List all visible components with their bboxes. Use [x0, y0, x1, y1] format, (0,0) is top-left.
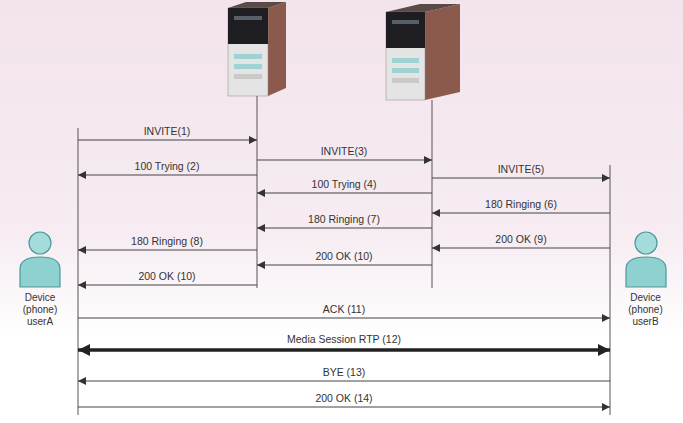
- message-label: Media Session RTP (12): [285, 333, 403, 346]
- device-node: Device (phone) userB: [610, 230, 681, 415]
- server-icon: [228, 2, 286, 96]
- message-arrow: [78, 380, 610, 381]
- message-arrow: [78, 317, 610, 318]
- person-body: [626, 257, 666, 287]
- person-icon: [15, 230, 65, 288]
- person-head: [635, 232, 657, 254]
- message-label: INVITE(1): [142, 125, 193, 138]
- message-arrows: [78, 140, 610, 285]
- message-label: 180 Ringing (6): [483, 198, 559, 211]
- media-stream-arrow: [78, 348, 610, 352]
- message-label: 180 Ringing (7): [306, 213, 382, 226]
- message-arrow: [257, 192, 432, 193]
- device-label: Device (phone) userA: [15, 292, 65, 328]
- lifeline: [610, 165, 611, 415]
- message-label: 200 OK (10): [313, 250, 374, 263]
- message-label: BYE (13): [321, 366, 368, 379]
- message-label: 100 Trying (4): [310, 178, 379, 191]
- message-arrow: [257, 264, 432, 265]
- message-arrow: [432, 177, 610, 178]
- message-arrow: [78, 284, 257, 285]
- message-label: 180 Ringing (8): [129, 235, 205, 248]
- message-label: ACK (11): [321, 303, 367, 316]
- message-label: INVITE(3): [319, 145, 370, 158]
- lifelines: [78, 96, 610, 415]
- message-arrow: [257, 159, 432, 160]
- message-arrow: [432, 247, 610, 248]
- message-label: 200 OK (10): [136, 270, 197, 283]
- message-arrow: [432, 212, 610, 213]
- message-label: 200 OK (9): [493, 233, 548, 246]
- person-head: [29, 232, 51, 254]
- person-icon: [621, 230, 671, 288]
- message-arrow: [78, 174, 257, 175]
- person-body: [20, 257, 60, 287]
- lifeline: [78, 128, 79, 415]
- message-arrow: [78, 139, 257, 140]
- message-label: 100 Trying (2): [133, 160, 202, 173]
- server-icon: [386, 4, 460, 100]
- device-label: Device (phone) userB: [621, 292, 671, 328]
- message-arrow: [78, 249, 257, 250]
- message-label: 200 OK (14): [313, 392, 374, 405]
- lifeline: [257, 96, 258, 288]
- message-arrow: [257, 227, 432, 228]
- device-node: Device (phone) userA: [2, 230, 78, 415]
- message-label: INVITE(5): [496, 163, 547, 176]
- message-arrow: [78, 406, 610, 407]
- lifeline: [432, 100, 433, 288]
